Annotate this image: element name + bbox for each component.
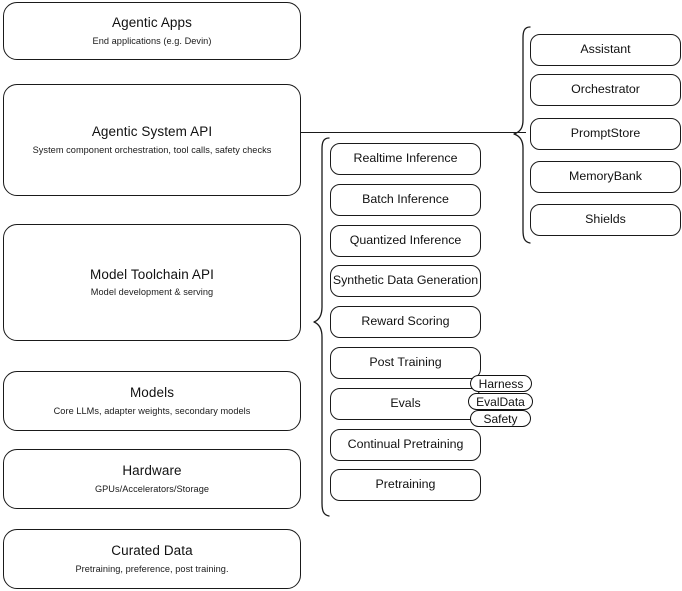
layer-box-model-toolchain-api[interactable]: Model Toolchain API Model development & … <box>3 224 301 341</box>
toolchain-item-reward-scoring[interactable]: Reward Scoring <box>330 306 481 338</box>
system-item-memorybank[interactable]: MemoryBank <box>530 161 681 193</box>
toolchain-item-realtime-inference[interactable]: Realtime Inference <box>330 143 481 175</box>
item-label: PromptStore <box>570 126 641 141</box>
item-label: Realtime Inference <box>353 151 458 166</box>
toolchain-item-pretraining[interactable]: Pretraining <box>330 469 481 501</box>
layer-title: Models <box>129 385 175 401</box>
toolchain-item-continual-pretraining[interactable]: Continual Pretraining <box>330 429 481 461</box>
pill-label: Harness <box>478 376 524 391</box>
layer-subtitle: System component orchestration, tool cal… <box>32 144 272 155</box>
item-label: Shields <box>585 212 626 227</box>
layer-title: Model Toolchain API <box>90 266 214 282</box>
item-label: Batch Inference <box>362 192 449 207</box>
toolchain-item-synthetic-data-generation[interactable]: Synthetic Data Generation <box>330 265 481 297</box>
connector-system-api-to-components <box>301 132 526 134</box>
item-label: Evals <box>390 396 421 411</box>
toolchain-item-batch-inference[interactable]: Batch Inference <box>330 184 481 216</box>
system-item-assistant[interactable]: Assistant <box>530 34 681 66</box>
toolchain-item-quantized-inference[interactable]: Quantized Inference <box>330 225 481 257</box>
evals-pill-evaldata[interactable]: EvalData <box>468 393 533 410</box>
system-item-shields[interactable]: Shields <box>530 204 681 236</box>
layer-title: Hardware <box>122 463 182 479</box>
layer-box-curated-data[interactable]: Curated Data Pretraining, preference, po… <box>3 529 301 589</box>
item-label: Pretraining <box>375 477 436 492</box>
pill-label: Safety <box>483 411 518 426</box>
item-label: Continual Pretraining <box>347 437 464 452</box>
layer-box-hardware[interactable]: Hardware GPUs/Accelerators/Storage <box>3 449 301 509</box>
layer-box-agentic-apps[interactable]: Agentic Apps End applications (e.g. Devi… <box>3 2 301 60</box>
item-label: Synthetic Data Generation <box>332 273 479 288</box>
layer-box-models[interactable]: Models Core LLMs, adapter weights, secon… <box>3 371 301 431</box>
evals-pill-safety[interactable]: Safety <box>470 410 531 427</box>
toolchain-item-evals[interactable]: Evals <box>330 388 481 420</box>
brace-system-components <box>513 26 531 244</box>
system-item-orchestrator[interactable]: Orchestrator <box>530 74 681 106</box>
layer-box-agentic-system-api[interactable]: Agentic System API System component orch… <box>3 84 301 196</box>
system-item-promptstore[interactable]: PromptStore <box>530 118 681 150</box>
layer-title: Agentic Apps <box>111 15 192 31</box>
item-label: Orchestrator <box>571 82 640 97</box>
layer-subtitle: GPUs/Accelerators/Storage <box>94 483 210 494</box>
item-label: Assistant <box>580 42 631 57</box>
item-label: Quantized Inference <box>349 233 462 248</box>
pill-label: EvalData <box>476 394 525 409</box>
evals-pill-harness[interactable]: Harness <box>470 375 532 392</box>
item-label: MemoryBank <box>569 169 642 184</box>
layer-subtitle: Core LLMs, adapter weights, secondary mo… <box>53 405 251 416</box>
item-label: Post Training <box>369 355 442 370</box>
toolchain-item-post-training[interactable]: Post Training <box>330 347 481 379</box>
layer-title: Curated Data <box>111 543 193 559</box>
layer-subtitle: Pretraining, preference, post training. <box>75 563 229 574</box>
layer-title: Agentic System API <box>91 124 213 140</box>
layer-subtitle: End applications (e.g. Devin) <box>92 35 212 46</box>
item-label: Reward Scoring <box>361 314 450 329</box>
brace-toolchain <box>313 137 330 517</box>
layer-subtitle: Model development & serving <box>90 287 214 298</box>
